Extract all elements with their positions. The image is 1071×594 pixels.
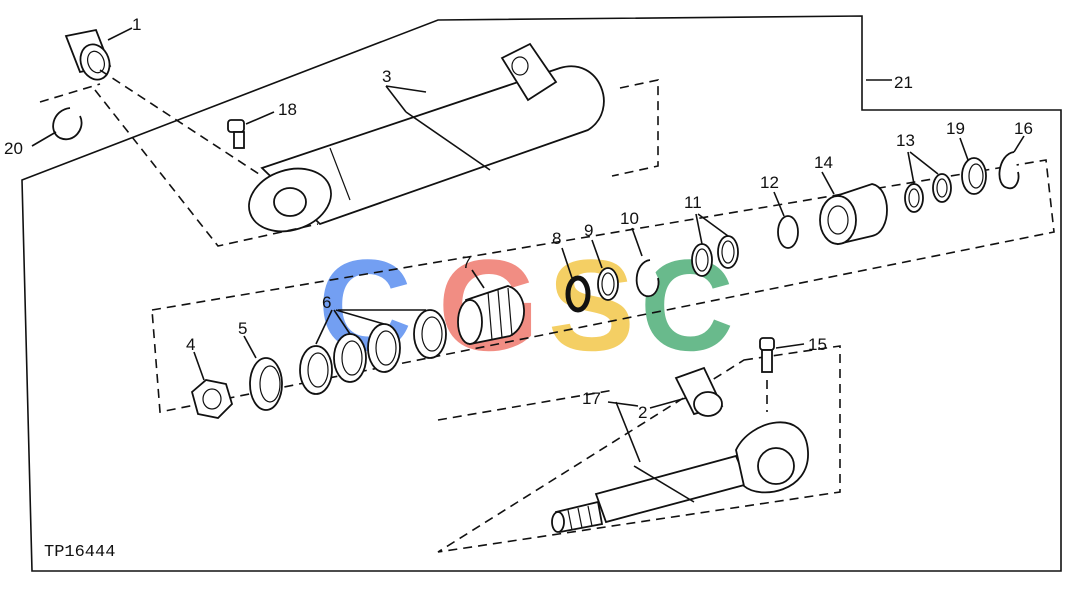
part-16-snap-ring	[998, 135, 1025, 190]
callout-4: 4	[186, 335, 195, 354]
callout-17: 17	[582, 389, 601, 408]
callout-20: 20	[4, 139, 23, 158]
callout-5: 5	[238, 319, 247, 338]
part-9-backup-ring	[591, 239, 619, 301]
callout-11: 11	[684, 193, 702, 212]
part-3-cylinder-barrel	[248, 42, 659, 233]
part-6-seals	[299, 309, 447, 395]
callout-21: 21	[894, 73, 913, 92]
callout-16: 16	[1014, 119, 1033, 138]
callout-10: 10	[620, 209, 639, 228]
callout-12: 12	[760, 173, 779, 192]
watermark-letter-s: S	[548, 232, 635, 378]
part-5-ring	[243, 335, 283, 411]
callout-19: 19	[946, 119, 965, 138]
part-15-grease-fitting	[759, 337, 805, 412]
callout-14: 14	[814, 153, 833, 172]
callout-1: 1	[132, 15, 141, 34]
part-1-bushing	[64, 27, 133, 81]
callout-2: 2	[638, 403, 647, 422]
callout-13: 13	[896, 131, 915, 150]
callout-6: 6	[322, 293, 331, 312]
part-13-seals	[904, 151, 952, 213]
part-4-nut	[190, 351, 234, 419]
part-11-rings	[691, 213, 739, 277]
part-2-bushing	[649, 366, 724, 417]
callout-18: 18	[278, 100, 297, 119]
rod-group-boundary	[437, 345, 841, 553]
piston-group-boundary	[151, 159, 1055, 413]
guide-line-1	[99, 69, 263, 177]
callout-3: 3	[382, 67, 391, 86]
part-12-wear-ring	[773, 191, 799, 249]
part-18-grease-fitting	[227, 111, 275, 149]
callout-15: 15	[808, 335, 827, 354]
callout-7: 7	[462, 253, 471, 272]
callout-9: 9	[584, 221, 593, 240]
part-19-wiper	[959, 137, 987, 195]
figure-reference: TP16444	[44, 543, 115, 562]
part-14-gland	[819, 171, 888, 246]
callout-8: 8	[552, 229, 561, 248]
part-20-snap-ring	[31, 83, 101, 147]
part-17-piston-rod	[551, 401, 809, 534]
part-7-piston	[457, 269, 525, 346]
part-10-snap-ring	[631, 227, 660, 298]
assembly-boundary	[21, 15, 1062, 572]
guide-line-2	[94, 89, 319, 247]
part-8-o-ring	[561, 247, 591, 313]
